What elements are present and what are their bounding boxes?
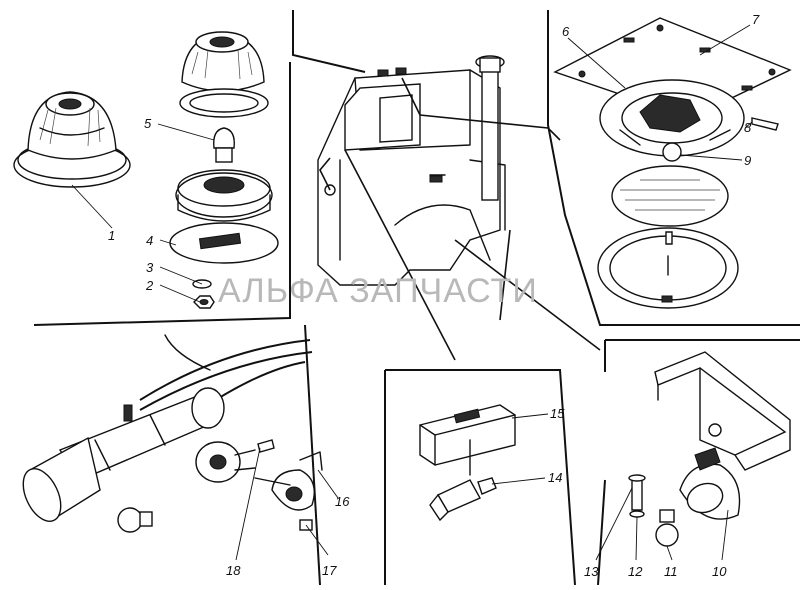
connection-wires: [319, 77, 601, 361]
callout-8: 8: [744, 120, 752, 135]
truck-cab: [317, 55, 506, 286]
leader-lines: [71, 24, 753, 561]
callout-12: 12: [628, 564, 643, 579]
callout-13: 13: [584, 564, 599, 579]
callout-2: 2: [145, 278, 154, 293]
callout-3: 3: [146, 260, 154, 275]
callout-9: 9: [744, 153, 751, 168]
watermark-text: АЛЬФА ЗАПЧАСТИ: [218, 272, 538, 310]
callout-14: 14: [548, 470, 562, 485]
callout-1: 1: [108, 228, 115, 243]
panel-borders: [33, 10, 800, 586]
callout-18: 18: [226, 563, 241, 578]
callout-4: 4: [146, 233, 153, 248]
callout-15: 15: [550, 406, 565, 421]
callout-11: 11: [664, 564, 678, 579]
callout-10: 10: [712, 564, 727, 579]
part-1-dome-lamp: [13, 91, 131, 188]
parts-16-18-portable-lamp: [22, 334, 323, 533]
parts-14-15-marker-light: [419, 404, 516, 522]
callout-7: 7: [752, 12, 760, 27]
callout-16: 16: [335, 494, 350, 509]
callout-labels: 1 2 3 4 5 6 7 8 9 10 11 12 13 14 15 16 1…: [108, 12, 760, 579]
callout-6: 6: [562, 24, 570, 39]
parts-10-13-bracket-lamp: [628, 351, 791, 547]
parts-2-5-clearance-lamp: [169, 31, 279, 309]
callout-17: 17: [322, 563, 337, 578]
parts-6-9-ceiling-lamp: [553, 17, 792, 309]
callout-5: 5: [144, 116, 152, 131]
